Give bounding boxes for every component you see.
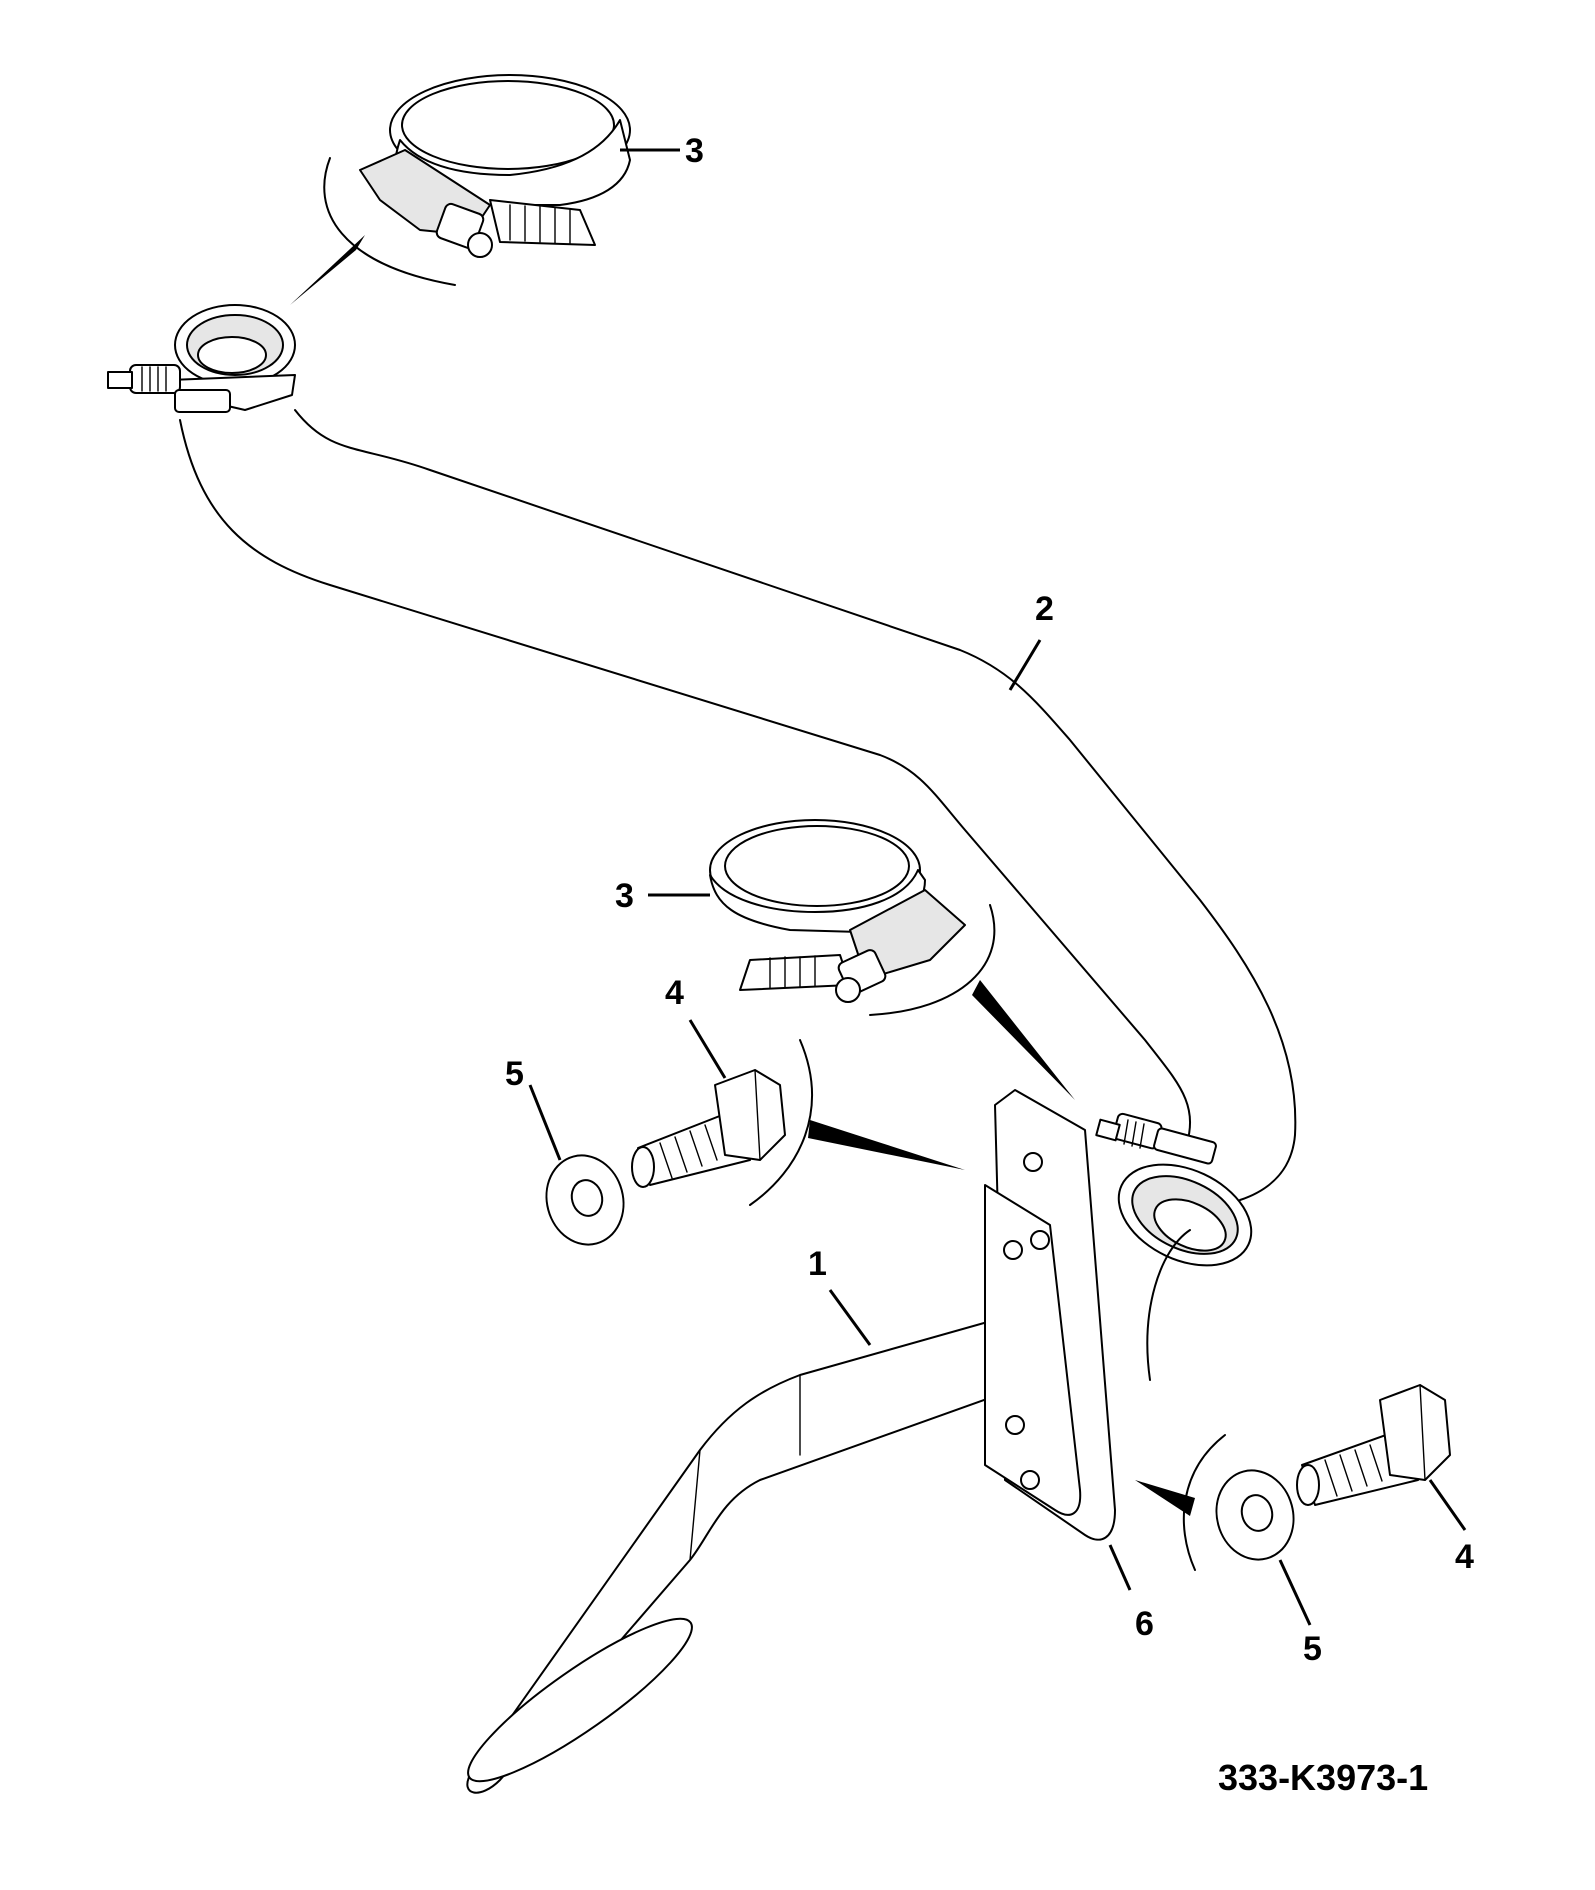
detail-view-top <box>290 157 456 305</box>
leader-4-right <box>1428 1479 1467 1531</box>
leader-2 <box>1008 639 1042 691</box>
part-3-hose-clamp-top <box>359 74 680 258</box>
detail-pointer-top <box>290 235 365 305</box>
callout-6: 6 <box>1135 1605 1154 1643</box>
part-4-bolt-right <box>1296 1384 1467 1531</box>
callout-3-mid: 3 <box>615 877 634 915</box>
part-6-flange-gasket <box>984 1089 1132 1591</box>
callout-4-right: 4 <box>1455 1538 1474 1576</box>
leader-4-left <box>688 1019 727 1079</box>
leader-5-left <box>528 1084 562 1161</box>
leader-6 <box>1108 1544 1132 1591</box>
detail-pointer-right <box>1135 1480 1195 1516</box>
detail-view-mid <box>869 904 1075 1100</box>
leader-5-right <box>1278 1559 1312 1626</box>
pipe-top-clamp-installed <box>107 304 296 413</box>
part-3-hose-clamp-mid <box>648 819 966 1003</box>
callout-4-left: 4 <box>665 974 684 1012</box>
callout-5-left: 5 <box>505 1055 524 1093</box>
part-2-exhaust-pipe <box>179 409 1297 1201</box>
callout-2: 2 <box>1035 590 1054 628</box>
part-4-bolt-left <box>631 1019 786 1188</box>
figure-reference: 333-K3973-1 <box>1218 1757 1428 1798</box>
leader-1 <box>828 1289 872 1346</box>
pipe-lower-clamp-installed <box>1095 1112 1253 1267</box>
callout-1: 1 <box>808 1245 827 1283</box>
detail-view-left <box>749 1039 965 1206</box>
callout-3-top: 3 <box>685 132 704 170</box>
detail-pointer-mid <box>972 980 1075 1100</box>
part-5-washer-left <box>528 1084 625 1246</box>
callout-5-right: 5 <box>1303 1630 1322 1668</box>
detail-view-right <box>1135 1434 1226 1571</box>
part-5-washer-right <box>1215 1469 1312 1626</box>
detail-pointer-left <box>808 1120 965 1170</box>
